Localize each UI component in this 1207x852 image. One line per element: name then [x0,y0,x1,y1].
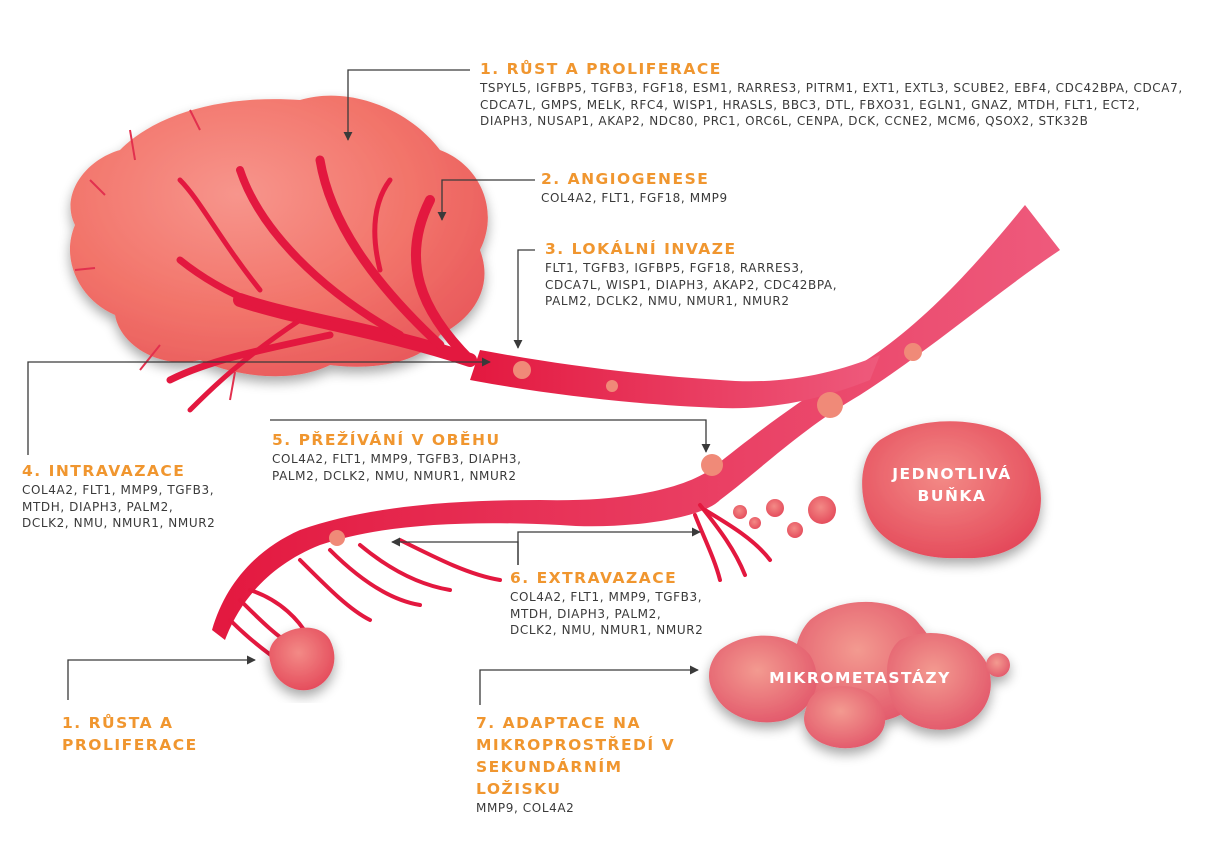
stage-secondary-growth-label: 1. RŮSTA A PROLIFERACE [62,712,198,756]
stage-title: 1. RŮST A PROLIFERACE [480,60,722,78]
stage-2-label: 2. ANGIOGENESE COL4A2, FLT1, FGF18, MMP9 [541,168,728,207]
stage-title: 2. ANGIOGENESE [541,170,710,188]
primary-tumor [69,95,488,401]
stage-genes: FLT1, TGFB3, IGFBP5, FGF18, RARRES3, CDC… [545,261,838,308]
stage-4-label: 4. INTRAVAZACE COL4A2, FLT1, MMP9, TGFB3… [22,460,215,532]
single-cell [862,421,1041,559]
stage-title: 1. RŮSTA A PROLIFERACE [62,714,198,754]
stage-genes: COL4A2, FLT1, MMP9, TGFB3, DIAPH3, PALM2… [272,452,522,483]
stage-genes: COL4A2, FLT1, FGF18, MMP9 [541,191,728,205]
micrometastases-label: MIKROMETASTÁZY [769,669,951,687]
stage-6-label: 6. EXTRAVAZACE COL4A2, FLT1, MMP9, TGFB3… [510,567,703,639]
stage-1-label: 1. RŮST A PROLIFERACE TSPYL5, IGFBP5, TG… [480,58,1183,130]
stage-genes: COL4A2, FLT1, MMP9, TGFB3, MTDH, DIAPH3,… [22,483,216,530]
stage-5-label: 5. PŘEŽÍVÁNÍ V OBĚHU COL4A2, FLT1, MMP9,… [272,429,521,484]
stage-title: 5. PŘEŽÍVÁNÍ V OBĚHU [272,431,501,449]
extravasated-cells [733,496,836,538]
single-cell-label: JEDNOTLIVÁ BUŇKA [892,465,1012,505]
micrometastasis-cluster [708,601,1010,749]
stage-genes: MMP9, COL4A2 [476,801,575,815]
stage-title: 6. EXTRAVAZACE [510,569,678,587]
stage-title: 3. LOKÁLNÍ INVAZE [545,240,737,258]
stage-title: 7. ADAPTACE NA MIKROPROSTŘEDÍ V SEKUNDÁR… [476,714,676,798]
connector-lines [27,69,711,705]
stage-3-label: 3. LOKÁLNÍ INVAZE FLT1, TGFB3, IGFBP5, F… [545,238,837,310]
stage-genes: COL4A2, FLT1, MMP9, TGFB3, MTDH, DIAPH3,… [510,590,704,637]
secondary-tumor [269,627,335,691]
circulating-cells [329,343,922,546]
stage-genes: TSPYL5, IGFBP5, TGFB3, FGF18, ESM1, RARR… [480,81,1183,128]
stage-title: 4. INTRAVAZACE [22,462,186,480]
blood-vessel [166,155,1060,667]
stage-7-label: 7. ADAPTACE NA MIKROPROSTŘEDÍ V SEKUNDÁR… [476,712,675,817]
